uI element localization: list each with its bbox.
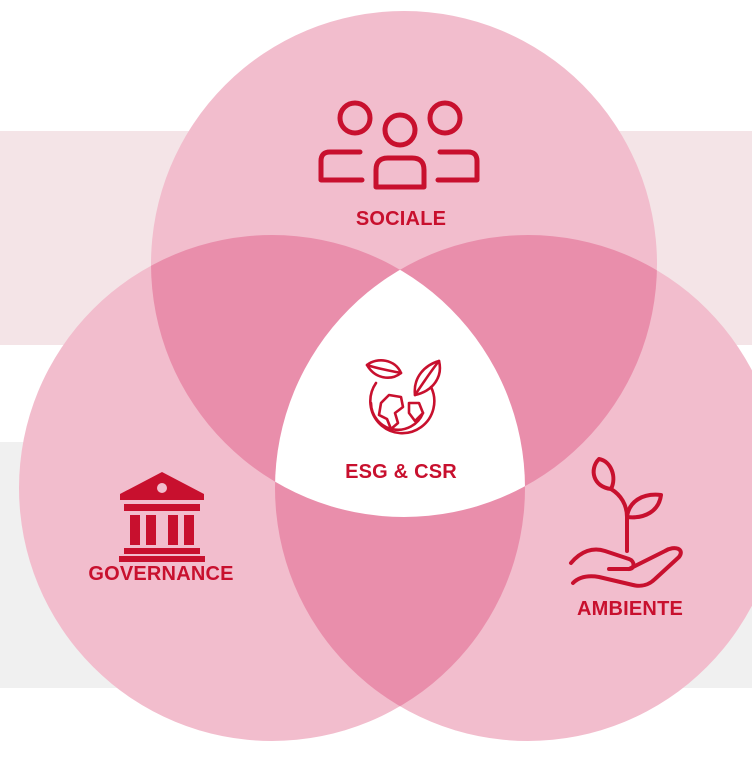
people-group-icon <box>318 100 480 190</box>
label-governance: GOVERNANCE <box>88 563 234 585</box>
plant-in-hand-icon <box>569 457 683 588</box>
label-ambiente: AMBIENTE <box>576 598 684 620</box>
label-sociale: SOCIALE <box>355 208 447 230</box>
center-region <box>275 235 525 517</box>
globe-leaves-icon <box>365 359 442 435</box>
label-center: ESG & CSR <box>345 461 457 483</box>
bank-building-icon <box>119 472 205 562</box>
